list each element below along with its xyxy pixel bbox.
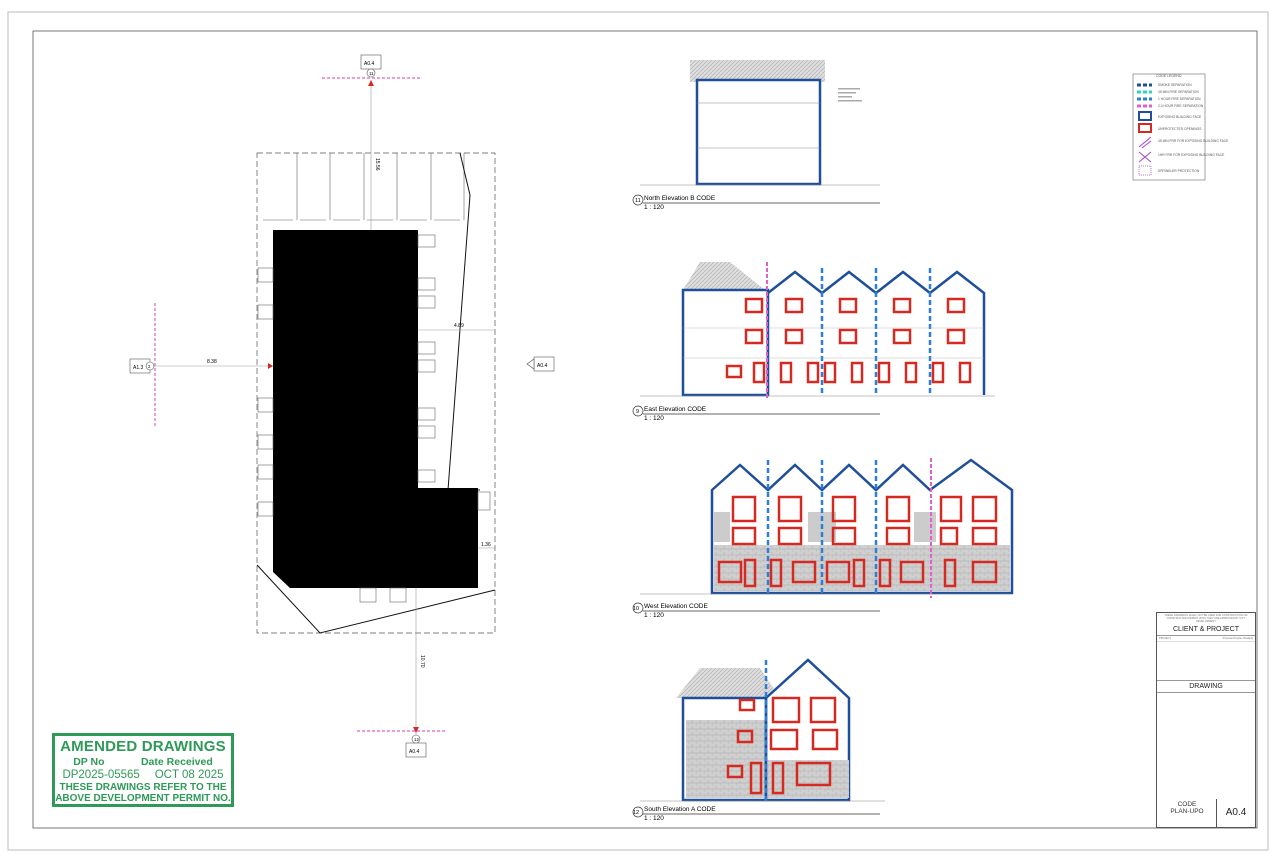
east-elevation-title: East Elevation CODE (644, 406, 707, 413)
west-elevation-scale: 1 : 120 (644, 612, 664, 619)
drawing-code-sub: PLAN-UPO (1170, 808, 1204, 815)
project-value: Proposed Duplex Dwelling (1222, 637, 1253, 640)
dim-bottom-right: 1.36 (481, 542, 491, 548)
code-legend (1132, 73, 1206, 181)
project-row: PROJECT Proposed Duplex Dwelling (1157, 636, 1255, 642)
tag-left-sheet: A1.3 (133, 365, 144, 371)
stamp-note-line1: THESE DRAWINGS REFER TO THE (59, 782, 227, 793)
tag-top-num: 11 (369, 71, 374, 76)
legend-item: SPRINKLER PROTECTION (1158, 169, 1200, 173)
stamp-dp-value: DP2025-05565 (62, 769, 140, 781)
dim-bottom: 10.70 (419, 655, 425, 668)
building-footprint (273, 230, 478, 588)
north-elevation-title: North Elevation B CODE (644, 195, 716, 202)
tag-left-num: 2 (148, 364, 151, 369)
south-elevation (640, 658, 885, 803)
dim-right: 4.89 (454, 323, 464, 329)
dim-left: 8.38 (207, 359, 217, 365)
legend-item: 1 HOUR FIRE SEPARATION (1158, 97, 1201, 101)
west-elevation (640, 458, 1014, 598)
drawing-code: CODE PLAN-UPO (1157, 801, 1217, 815)
sheet-number: A0.4 (1216, 799, 1255, 827)
tag-bottom-sheet: A0.4 (409, 749, 420, 755)
stamp-dp-label: DP No (73, 756, 105, 768)
north-elevation (640, 60, 880, 186)
title-block: THESE DRAWINGS SHALL NOT BE USED FOR CON… (1156, 612, 1256, 828)
stamp-title: AMENDED DRAWINGS (60, 738, 226, 755)
project-label: PROJECT (1159, 637, 1172, 640)
site-plan (129, 54, 555, 758)
tag-right-sheet: A0.4 (537, 363, 548, 369)
north-elevation-num: 11 (635, 198, 641, 204)
north-elevation-scale: 1 : 120 (644, 204, 664, 211)
legend-item: 45 MIN FIRE SEPARATION (1158, 90, 1199, 94)
amended-drawings-stamp: AMENDED DRAWINGS DP No Date Received DP2… (52, 733, 234, 807)
east-elevation-scale: 1 : 120 (644, 415, 664, 422)
stamp-date-value: OCT 08 2025 (154, 769, 224, 781)
south-elevation-title: South Elevation A CODE (644, 806, 716, 813)
drawing-code-label: CODE (1177, 801, 1197, 808)
east-elevation-num: 9 (636, 409, 639, 415)
legend-title: CODE LEGEND (1156, 74, 1182, 78)
client-project-heading: CLIENT & PROJECT (1157, 624, 1255, 636)
east-elevation (640, 262, 995, 398)
legend-item: EXPOSING BUILDING FACE (1158, 115, 1202, 119)
drawing-heading: DRAWING (1157, 680, 1255, 693)
south-elevation-num: 12 (633, 810, 639, 816)
title-block-note: THESE DRAWINGS SHALL NOT BE USED FOR CON… (1164, 614, 1248, 623)
legend-item: 1HR FRR FOR EXPOSING BUILDING FACE (1158, 153, 1225, 157)
stamp-date-label: Date Received (140, 756, 213, 768)
west-elevation-num: 10 (633, 606, 639, 612)
legend-item: SMOKE SEPARATION (1158, 83, 1192, 87)
legend-item: 2.0 HOUR FIRE SEPARATION (1158, 104, 1204, 108)
legend-item: UNPROTECTED OPENINGS (1158, 127, 1202, 131)
tag-top-sheet: A0.4 (364, 61, 375, 67)
west-elevation-title: West Elevation CODE (644, 603, 708, 610)
tag-bottom-num: 12 (414, 737, 420, 742)
south-elevation-scale: 1 : 120 (644, 815, 664, 822)
dim-top: 15.56 (374, 158, 380, 171)
legend-item: 45 MIN FRR FOR EXPOSING BUILDING FACE (1158, 139, 1229, 143)
stamp-note-line2: ABOVE DEVELOPMENT PERMIT NO. (55, 793, 231, 804)
